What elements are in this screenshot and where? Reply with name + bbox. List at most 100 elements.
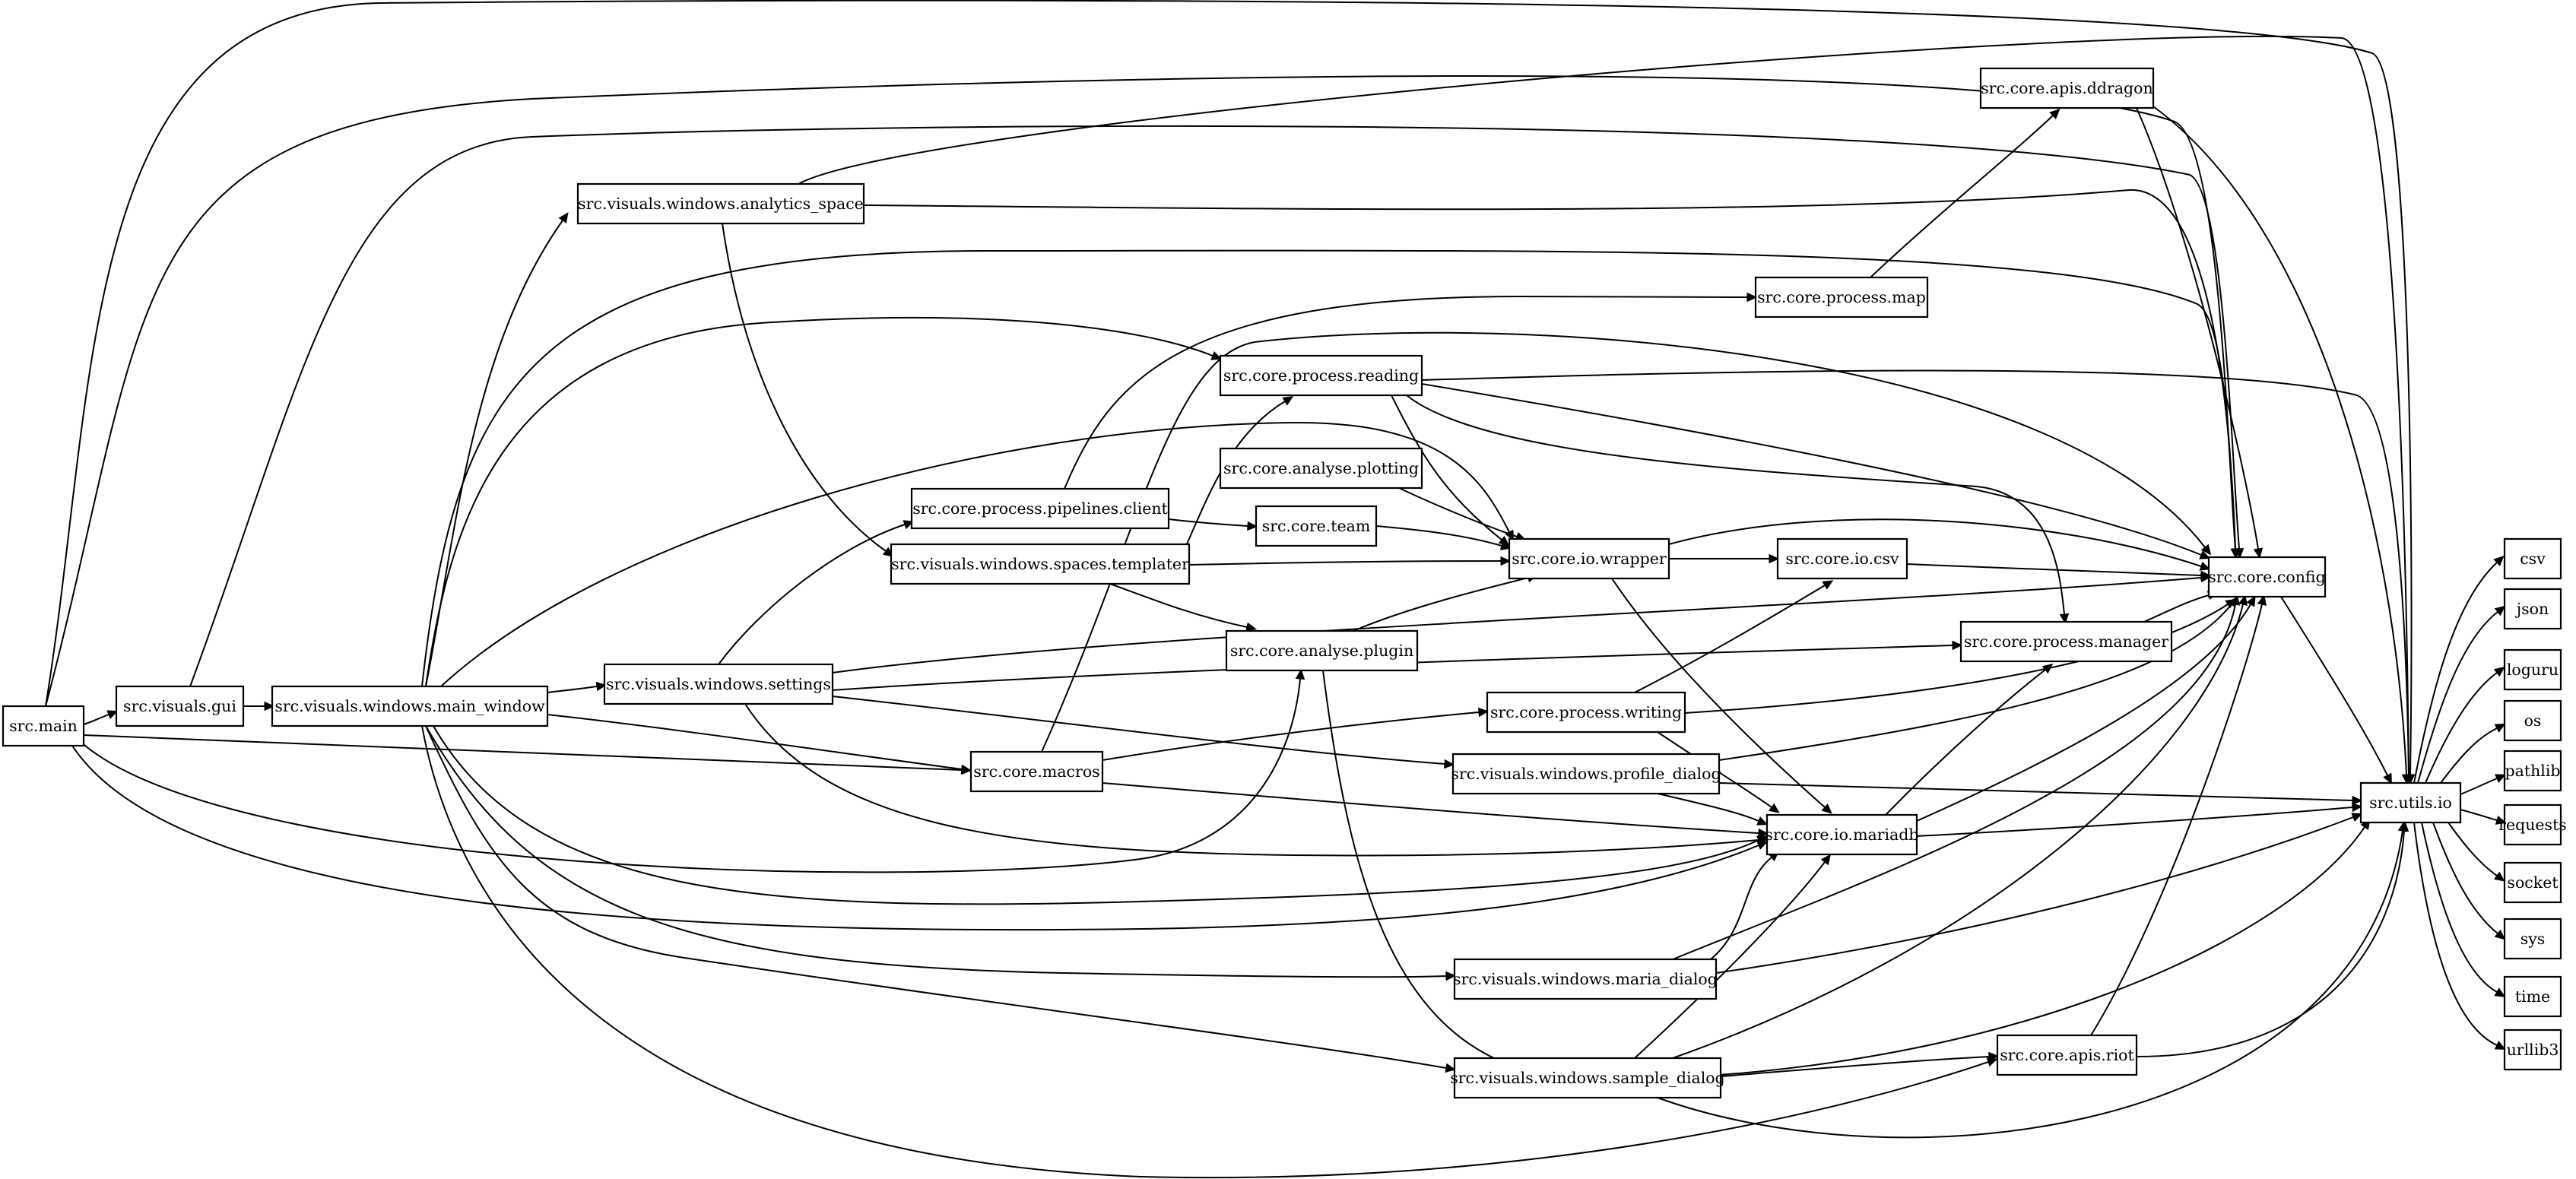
- edge-line: [83, 714, 109, 725]
- node-box: [2, 705, 85, 747]
- edge-line: [1353, 577, 1529, 632]
- node-src-core-io-csv[interactable]: src.core.io.csv: [1776, 537, 1908, 580]
- edge-src_core_analyse_plugin-to-src_core_io_wrapper: [1353, 573, 1538, 632]
- node-label: json: [2515, 600, 2549, 618]
- node-box: [576, 182, 865, 225]
- node-csv[interactable]: csv: [2503, 537, 2562, 580]
- node-box: [2503, 918, 2562, 960]
- edge-arrowhead: [2199, 550, 2211, 559]
- edge-line: [1718, 604, 2232, 761]
- edge-line: [722, 223, 887, 552]
- node-src-core-process-pipelines-client[interactable]: src.core.process.pipelines.client: [910, 487, 1170, 530]
- edge-line: [1406, 395, 2065, 615]
- edge-line: [1668, 518, 2202, 567]
- edge-line: [2090, 604, 2263, 1036]
- edge-arrowhead: [1477, 707, 1489, 718]
- node-box: [1508, 537, 1670, 580]
- edge-layer: [45, 0, 2507, 1179]
- edge-line: [2413, 562, 2498, 784]
- edge-line: [45, 75, 2236, 707]
- node-label: src.core.team: [1262, 517, 1371, 535]
- node-pathlib[interactable]: pathlib: [2503, 750, 2562, 792]
- node-src-core-macros[interactable]: src.core.macros: [969, 750, 1104, 793]
- node-src-core-team[interactable]: src.core.team: [1255, 505, 1378, 547]
- node-label: src.core.analyse.plugin: [1230, 642, 1413, 660]
- edge-line: [1672, 604, 2244, 1059]
- edge-arrowhead: [1295, 668, 1305, 680]
- node-src-core-process-writing[interactable]: src.core.process.writing: [1486, 691, 1686, 734]
- node-src-main[interactable]: src.main: [2, 705, 85, 747]
- node-loguru[interactable]: loguru: [2503, 648, 2562, 691]
- node-box: [969, 750, 1104, 793]
- edge-src_core_process_writing-to-src_core_io_csv: [1634, 580, 1834, 693]
- edge-src_visuals_windows_maria_dialog-to-src_utils_io: [1715, 813, 2363, 974]
- node-box: [2503, 861, 2562, 904]
- edge-src_core_team-to-src_core_io_wrapper: [1375, 525, 1512, 550]
- node-sys[interactable]: sys: [2503, 918, 2562, 960]
- edge-arrowhead: [2230, 594, 2241, 606]
- node-box: [2503, 699, 2562, 742]
- node-src-visuals-windows-profile-dialog[interactable]: src.visuals.windows.profile_dialog: [1451, 753, 1721, 795]
- edge-line: [2448, 822, 2498, 876]
- edge-line: [425, 316, 1213, 687]
- node-label: src.core.process.reading: [1223, 366, 1419, 385]
- edge-line: [1611, 578, 1826, 808]
- node-urllib3[interactable]: urllib3: [2503, 1028, 2562, 1071]
- node-socket[interactable]: socket: [2503, 861, 2562, 904]
- node-src-core-io-mariadb[interactable]: src.core.io.mariadb: [1765, 813, 1919, 856]
- node-label: src.visuals.windows.sample_dialog: [1450, 1069, 1725, 1087]
- node-label: src.visuals.windows.maria_dialog: [1453, 970, 1718, 988]
- node-time[interactable]: time: [2503, 975, 2562, 1018]
- edge-src_core_apis_ddragon-to-src_core_config: [2136, 107, 2264, 559]
- edge-src_visuals_windows_main_window-to-src_core_process_reading: [425, 316, 1223, 687]
- node-src-core-analyse-plotting[interactable]: src.core.analyse.plotting: [1219, 447, 1423, 490]
- node-src-visuals-windows-analytics-space[interactable]: src.visuals.windows.analytics_space: [576, 182, 865, 225]
- edge-src_utils_io-to-socket: [2448, 822, 2505, 882]
- node-src-core-apis-riot[interactable]: src.core.apis.riot: [1996, 1034, 2138, 1076]
- edge-src_visuals_gui-to-src_visuals_windows_main_window: [243, 701, 275, 712]
- edge-arrowhead: [1769, 553, 1780, 564]
- node-src-visuals-windows-maria-dialog[interactable]: src.visuals.windows.maria_dialog: [1453, 958, 1718, 1000]
- edge-arrowhead: [1210, 350, 1223, 360]
- node-json[interactable]: json: [2503, 588, 2562, 630]
- edge-arrowhead: [2352, 795, 2363, 806]
- edge-src_visuals_windows_settings-to-src_visuals_windows_profile_dialog: [832, 696, 1455, 769]
- edge-arrowhead: [2401, 774, 2412, 785]
- node-src-core-config[interactable]: src.core.config: [2207, 556, 2327, 598]
- node-src-core-io-wrapper[interactable]: src.core.io.wrapper: [1508, 537, 1670, 580]
- node-src-visuals-windows-spaces-templater[interactable]: src.visuals.windows.spaces.templater: [890, 543, 1191, 585]
- node-box: [1451, 753, 1721, 795]
- edge-line: [1885, 669, 2046, 816]
- node-box: [115, 685, 245, 727]
- edge-line: [79, 678, 1301, 873]
- node-src-core-process-map[interactable]: src.core.process.map: [1754, 276, 1929, 319]
- edge-src_utils_io-to-sys: [2432, 822, 2506, 940]
- node-label: src.core.process.map: [1757, 288, 1926, 306]
- node-src-visuals-windows-sample-dialog[interactable]: src.visuals.windows.sample_dialog: [1450, 1057, 1725, 1099]
- edge-src_core_analyse_plotting-to-src_core_io_wrapper: [1398, 487, 1527, 541]
- edge-src_core_apis_riot-to-src_utils_io: [2136, 820, 2409, 1057]
- node-os[interactable]: os: [2503, 699, 2562, 742]
- node-requests[interactable]: requests: [2498, 803, 2567, 846]
- node-src-core-analyse-plugin[interactable]: src.core.analyse.plugin: [1225, 629, 1419, 672]
- node-label: src.core.process.manager: [1964, 632, 2168, 651]
- edge-src_visuals_windows_settings-to-src_core_process_pipelines_client: [718, 520, 915, 665]
- edge-arrowhead: [1444, 759, 1455, 769]
- node-src-core-process-reading[interactable]: src.core.process.reading: [1219, 354, 1423, 397]
- edge-arrowhead: [2383, 772, 2392, 784]
- node-box: [1996, 1034, 2138, 1076]
- edge-src_core_io_mariadb-to-src_core_process_manager: [1885, 663, 2054, 816]
- node-src-core-process-manager[interactable]: src.core.process.manager: [1959, 620, 2173, 663]
- node-src-visuals-windows-settings[interactable]: src.visuals.windows.settings: [603, 663, 834, 705]
- edge-src_visuals_windows_sample_dialog-to-src_core_io_mariadb: [1634, 854, 1832, 1059]
- edge-line: [1916, 807, 2353, 837]
- node-src-core-apis-ddragon[interactable]: src.core.apis.ddragon: [1979, 67, 2155, 109]
- node-src-visuals-windows-main-window[interactable]: src.visuals.windows.main_window: [271, 685, 549, 727]
- edge-line: [1375, 525, 1502, 547]
- edge-arrowhead: [1822, 580, 1834, 590]
- edge-src_core_apis_ddragon-to-src_utils_io: [2152, 106, 2412, 785]
- node-src-utils-io[interactable]: src.utils.io: [2359, 781, 2462, 824]
- node-box: [1453, 958, 1718, 1000]
- node-src-visuals-gui[interactable]: src.visuals.gui: [115, 685, 245, 727]
